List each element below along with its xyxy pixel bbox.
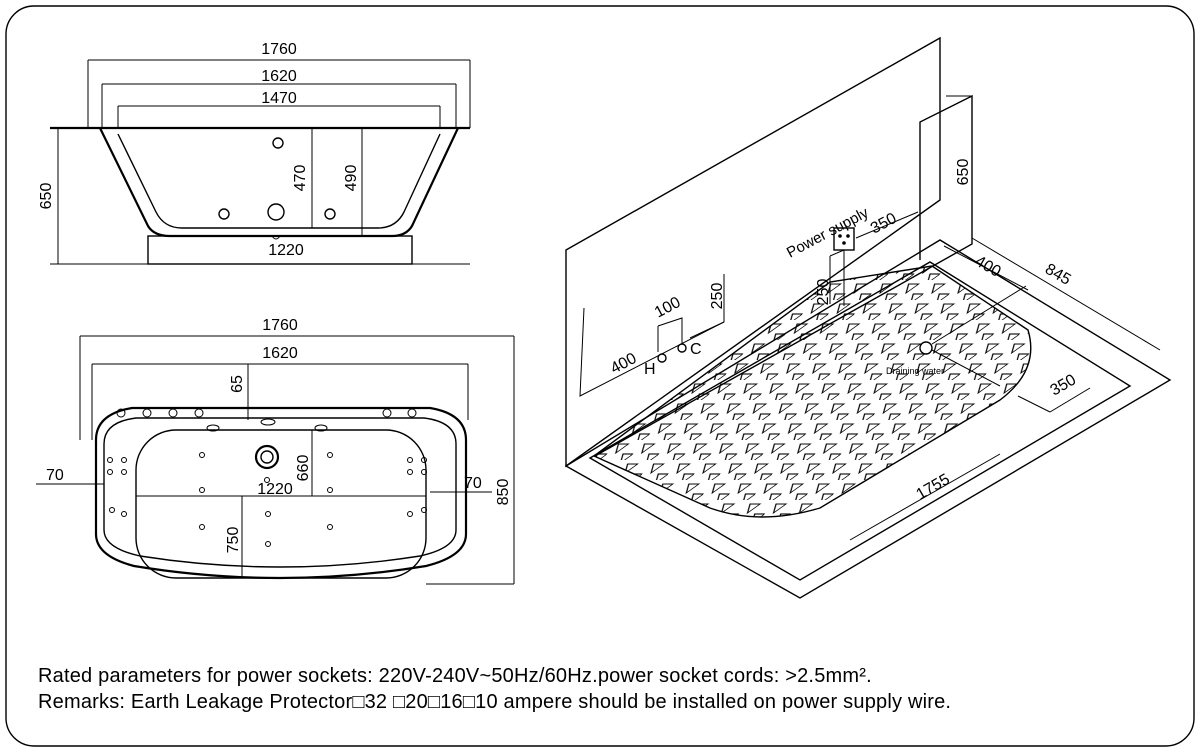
front-width-1620: 1620 — [261, 68, 297, 85]
top-inner-750: 750 — [225, 527, 242, 554]
note-line-1: Rated parameters for power sockets: 220V… — [38, 665, 872, 687]
jet-icon — [324, 208, 336, 220]
top-view: 1760 1620 65 — [36, 317, 515, 585]
front-view: 1760 1620 1470 650 470 490 1220 — [38, 41, 471, 265]
top-side-left-70: 70 — [46, 467, 64, 484]
wall-height-650: 650 — [955, 159, 972, 186]
power-height-250: 250 — [815, 279, 832, 306]
installation-view: Power supply 250 350 650 H C 100 250 400… — [564, 36, 1172, 599]
hot-label: H — [644, 361, 656, 378]
left-side-jets — [107, 457, 127, 517]
pipe-spacing-100: 100 — [652, 294, 684, 322]
front-width-1470: 1470 — [261, 90, 297, 107]
right-side-jets — [407, 457, 427, 517]
drawing-frame — [5, 5, 1195, 747]
top-inner-1220: 1220 — [257, 481, 293, 498]
top-depth-850: 850 — [495, 479, 512, 506]
top-inner-660: 660 — [295, 455, 312, 482]
power-offset-350: 350 — [868, 210, 900, 238]
top-width-1760: 1760 — [262, 317, 298, 334]
tub-inner-shell — [117, 133, 441, 229]
floor-845: 845 — [1042, 261, 1074, 289]
tub-top-outline — [94, 406, 468, 580]
tub-footprint — [592, 265, 1032, 518]
drain-outlet-icon — [919, 341, 933, 355]
hot-pipe-icon — [657, 353, 667, 363]
tub-basin — [135, 429, 427, 579]
jet-icon — [218, 208, 230, 220]
cold-pipe-icon — [677, 343, 687, 353]
cold-label: C — [690, 341, 702, 358]
floor-350: 350 — [1048, 371, 1080, 399]
front-depth-490: 490 — [343, 165, 360, 192]
front-base-1220: 1220 — [268, 242, 304, 259]
pipe-height-250: 250 — [709, 283, 726, 310]
back-wall — [565, 36, 941, 468]
top-width-1620: 1620 — [262, 345, 298, 362]
front-height-650: 650 — [38, 183, 55, 210]
note-line-2: Remarks: Earth Leakage Protector□32 □20□… — [38, 691, 951, 713]
tub-length-1755: 1755 — [914, 471, 953, 504]
overflow-hole-icon — [272, 137, 284, 149]
power-supply-label: Power supply — [784, 204, 872, 262]
jet-large-icon — [267, 203, 285, 221]
drain-icon — [254, 444, 280, 470]
draining-water-label: Draining water — [886, 366, 944, 376]
top-side-right-70: 70 — [464, 475, 482, 492]
front-width-1760: 1760 — [261, 41, 297, 58]
front-depth-470: 470 — [292, 165, 309, 192]
top-offset-65: 65 — [229, 375, 246, 393]
